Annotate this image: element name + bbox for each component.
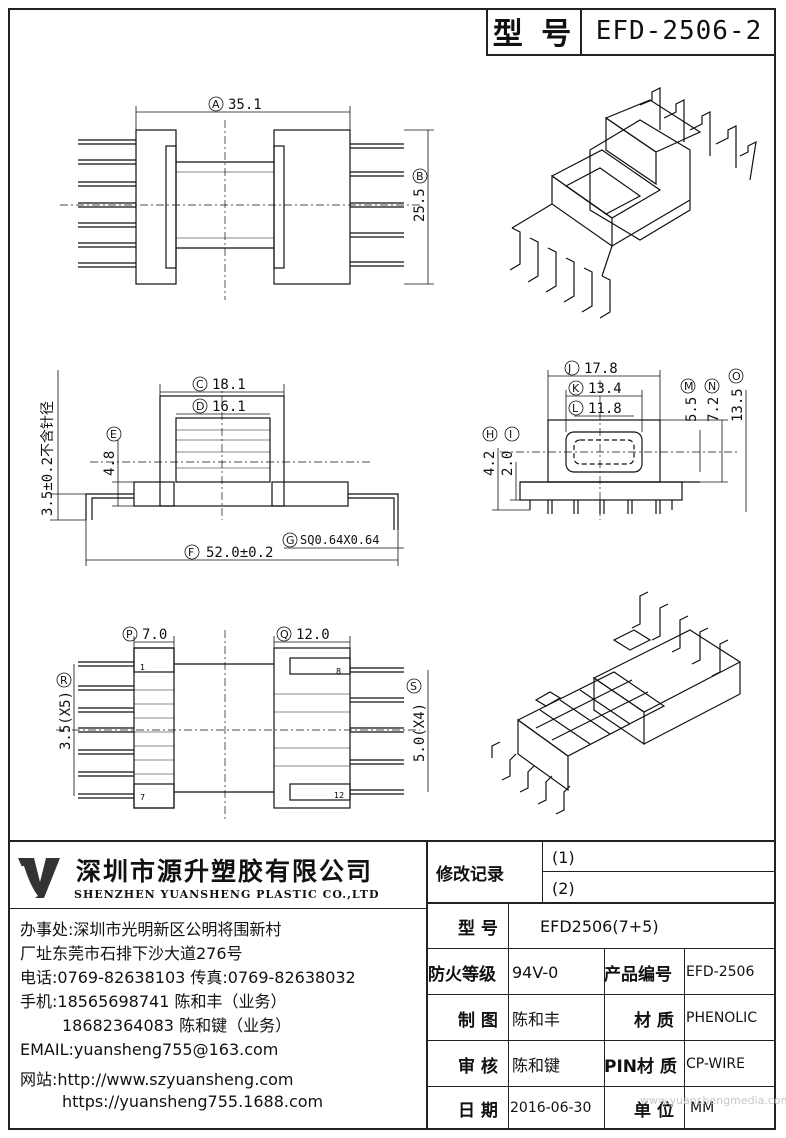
dim-O: 13.5	[730, 388, 746, 422]
dim-E: 4.8	[102, 451, 118, 476]
bottom-view	[56, 630, 429, 820]
date-label: 日 期	[458, 1100, 498, 1121]
label-A: A	[212, 98, 220, 111]
company-email: EMAIL:yuansheng755@163.com	[20, 1040, 279, 1059]
pin-number-1: 1	[140, 663, 145, 672]
company-logo-icon	[18, 858, 60, 898]
unit-value: MM	[690, 1100, 715, 1116]
header-model-box: 型 号 EFD-2506-2	[486, 8, 776, 56]
revision-1: (1)	[552, 847, 575, 867]
iso-view-top	[509, 87, 757, 319]
pin-material-value: CP-WIRE	[686, 1056, 745, 1072]
revision-2: (2)	[552, 878, 575, 898]
pin-material-label: PIN材 质	[604, 1056, 677, 1077]
company-factory: 厂址东莞市石排下沙大道276号	[20, 944, 243, 963]
company-web-1: 网站:http://www.szyuansheng.com	[20, 1070, 294, 1089]
dim-A: 35.1	[228, 97, 262, 113]
label-N: N	[708, 380, 716, 393]
dim-D: 16.1	[212, 399, 246, 415]
dim-K: 13.4	[588, 381, 622, 397]
model-value: EFD2506(7+5)	[540, 916, 659, 936]
dim-H: 4.2	[482, 451, 498, 476]
checked-by-label: 审 核	[458, 1056, 498, 1077]
dim-I: 2.0	[500, 451, 516, 476]
revision-label: 修改记录	[436, 864, 504, 885]
label-F: F	[188, 546, 194, 559]
header-model-label: 型 号	[488, 8, 582, 54]
company-office: 办事处:深圳市光明新区公明将围新村	[20, 920, 282, 939]
dim-J: 17.8	[584, 361, 618, 377]
material-label: 材 质	[634, 1010, 674, 1031]
dim-C: 18.1	[212, 377, 246, 393]
title-block	[8, 840, 776, 1130]
fire-rating-label: 防火等级	[428, 964, 496, 985]
pin-number-7: 7	[140, 793, 145, 802]
label-J: J	[567, 362, 571, 375]
company-mobile-1: 手机:18565698741 陈和丰（业务）	[20, 992, 287, 1011]
company-name-en: SHENZHEN YUANSHENG PLASTIC CO.,LTD	[74, 888, 380, 901]
dim-G: SQ0.64X0.64	[300, 533, 379, 547]
drawn-by-label: 制 图	[458, 1010, 498, 1031]
label-L: L	[572, 402, 579, 415]
dim-note: 3.5±0.2不含针径	[40, 401, 56, 516]
side-view	[492, 370, 747, 520]
label-G: G	[286, 534, 295, 547]
front-view	[50, 370, 404, 566]
label-H: H	[486, 428, 494, 441]
product-number-label: 产品编号	[604, 964, 672, 985]
label-R: R	[60, 674, 68, 687]
label-K: K	[572, 382, 580, 395]
dim-P: 7.0	[142, 627, 167, 643]
fire-rating-value: 94V-0	[512, 962, 559, 982]
header-model-value: EFD-2506-2	[595, 16, 763, 46]
dim-L: 11.8	[588, 401, 622, 417]
label-B: B	[416, 170, 424, 183]
material-value: PHENOLIC	[686, 1010, 758, 1026]
label-E: E	[110, 428, 117, 441]
label-Q: Q	[280, 628, 289, 641]
dim-B: 25.5	[412, 188, 428, 222]
label-I: I	[509, 428, 512, 441]
dim-F: 52.0±0.2	[206, 545, 273, 561]
pin-number-12: 12	[334, 791, 344, 800]
label-S: S	[410, 680, 417, 693]
company-web-2: https://yuansheng755.1688.com	[62, 1092, 324, 1111]
model-label: 型 号	[458, 918, 498, 939]
product-number-value: EFD-2506	[686, 964, 755, 980]
label-C: C	[196, 378, 204, 391]
drawing-frame	[8, 8, 776, 1130]
label-M: M	[684, 380, 694, 393]
company-mobile-2: 18682364083 陈和键（业务）	[62, 1016, 292, 1035]
unit-label: 单 位	[634, 1100, 674, 1121]
checked-by-value: 陈和键	[512, 1056, 561, 1075]
watermark: www.yuanshengmedia.com	[640, 1094, 786, 1107]
iso-view-bottom	[491, 591, 742, 815]
dim-R: 3.5(X5)	[58, 691, 74, 750]
label-D: D	[196, 400, 204, 413]
top-view	[60, 106, 434, 300]
dim-M: 5.5	[684, 397, 700, 422]
dim-Q: 12.0	[296, 627, 330, 643]
drawn-by-value: 陈和丰	[512, 1010, 561, 1029]
company-name-cn: 深圳市源升塑胶有限公司	[76, 857, 374, 886]
date-value: 2016-06-30	[510, 1100, 592, 1116]
label-P: P	[126, 628, 133, 641]
dim-N: 7.2	[706, 397, 722, 422]
label-O: O	[732, 370, 741, 383]
technical-drawing: A 35.1 B 25.5 C 18.1 D 16.1 E 4.8 3.5±0.…	[40, 87, 757, 820]
dim-S: 5.0(X4)	[412, 703, 428, 762]
pin-number-8: 8	[336, 667, 341, 676]
company-phone: 电话:0769-82638103 传真:0769-82638032	[20, 968, 356, 987]
